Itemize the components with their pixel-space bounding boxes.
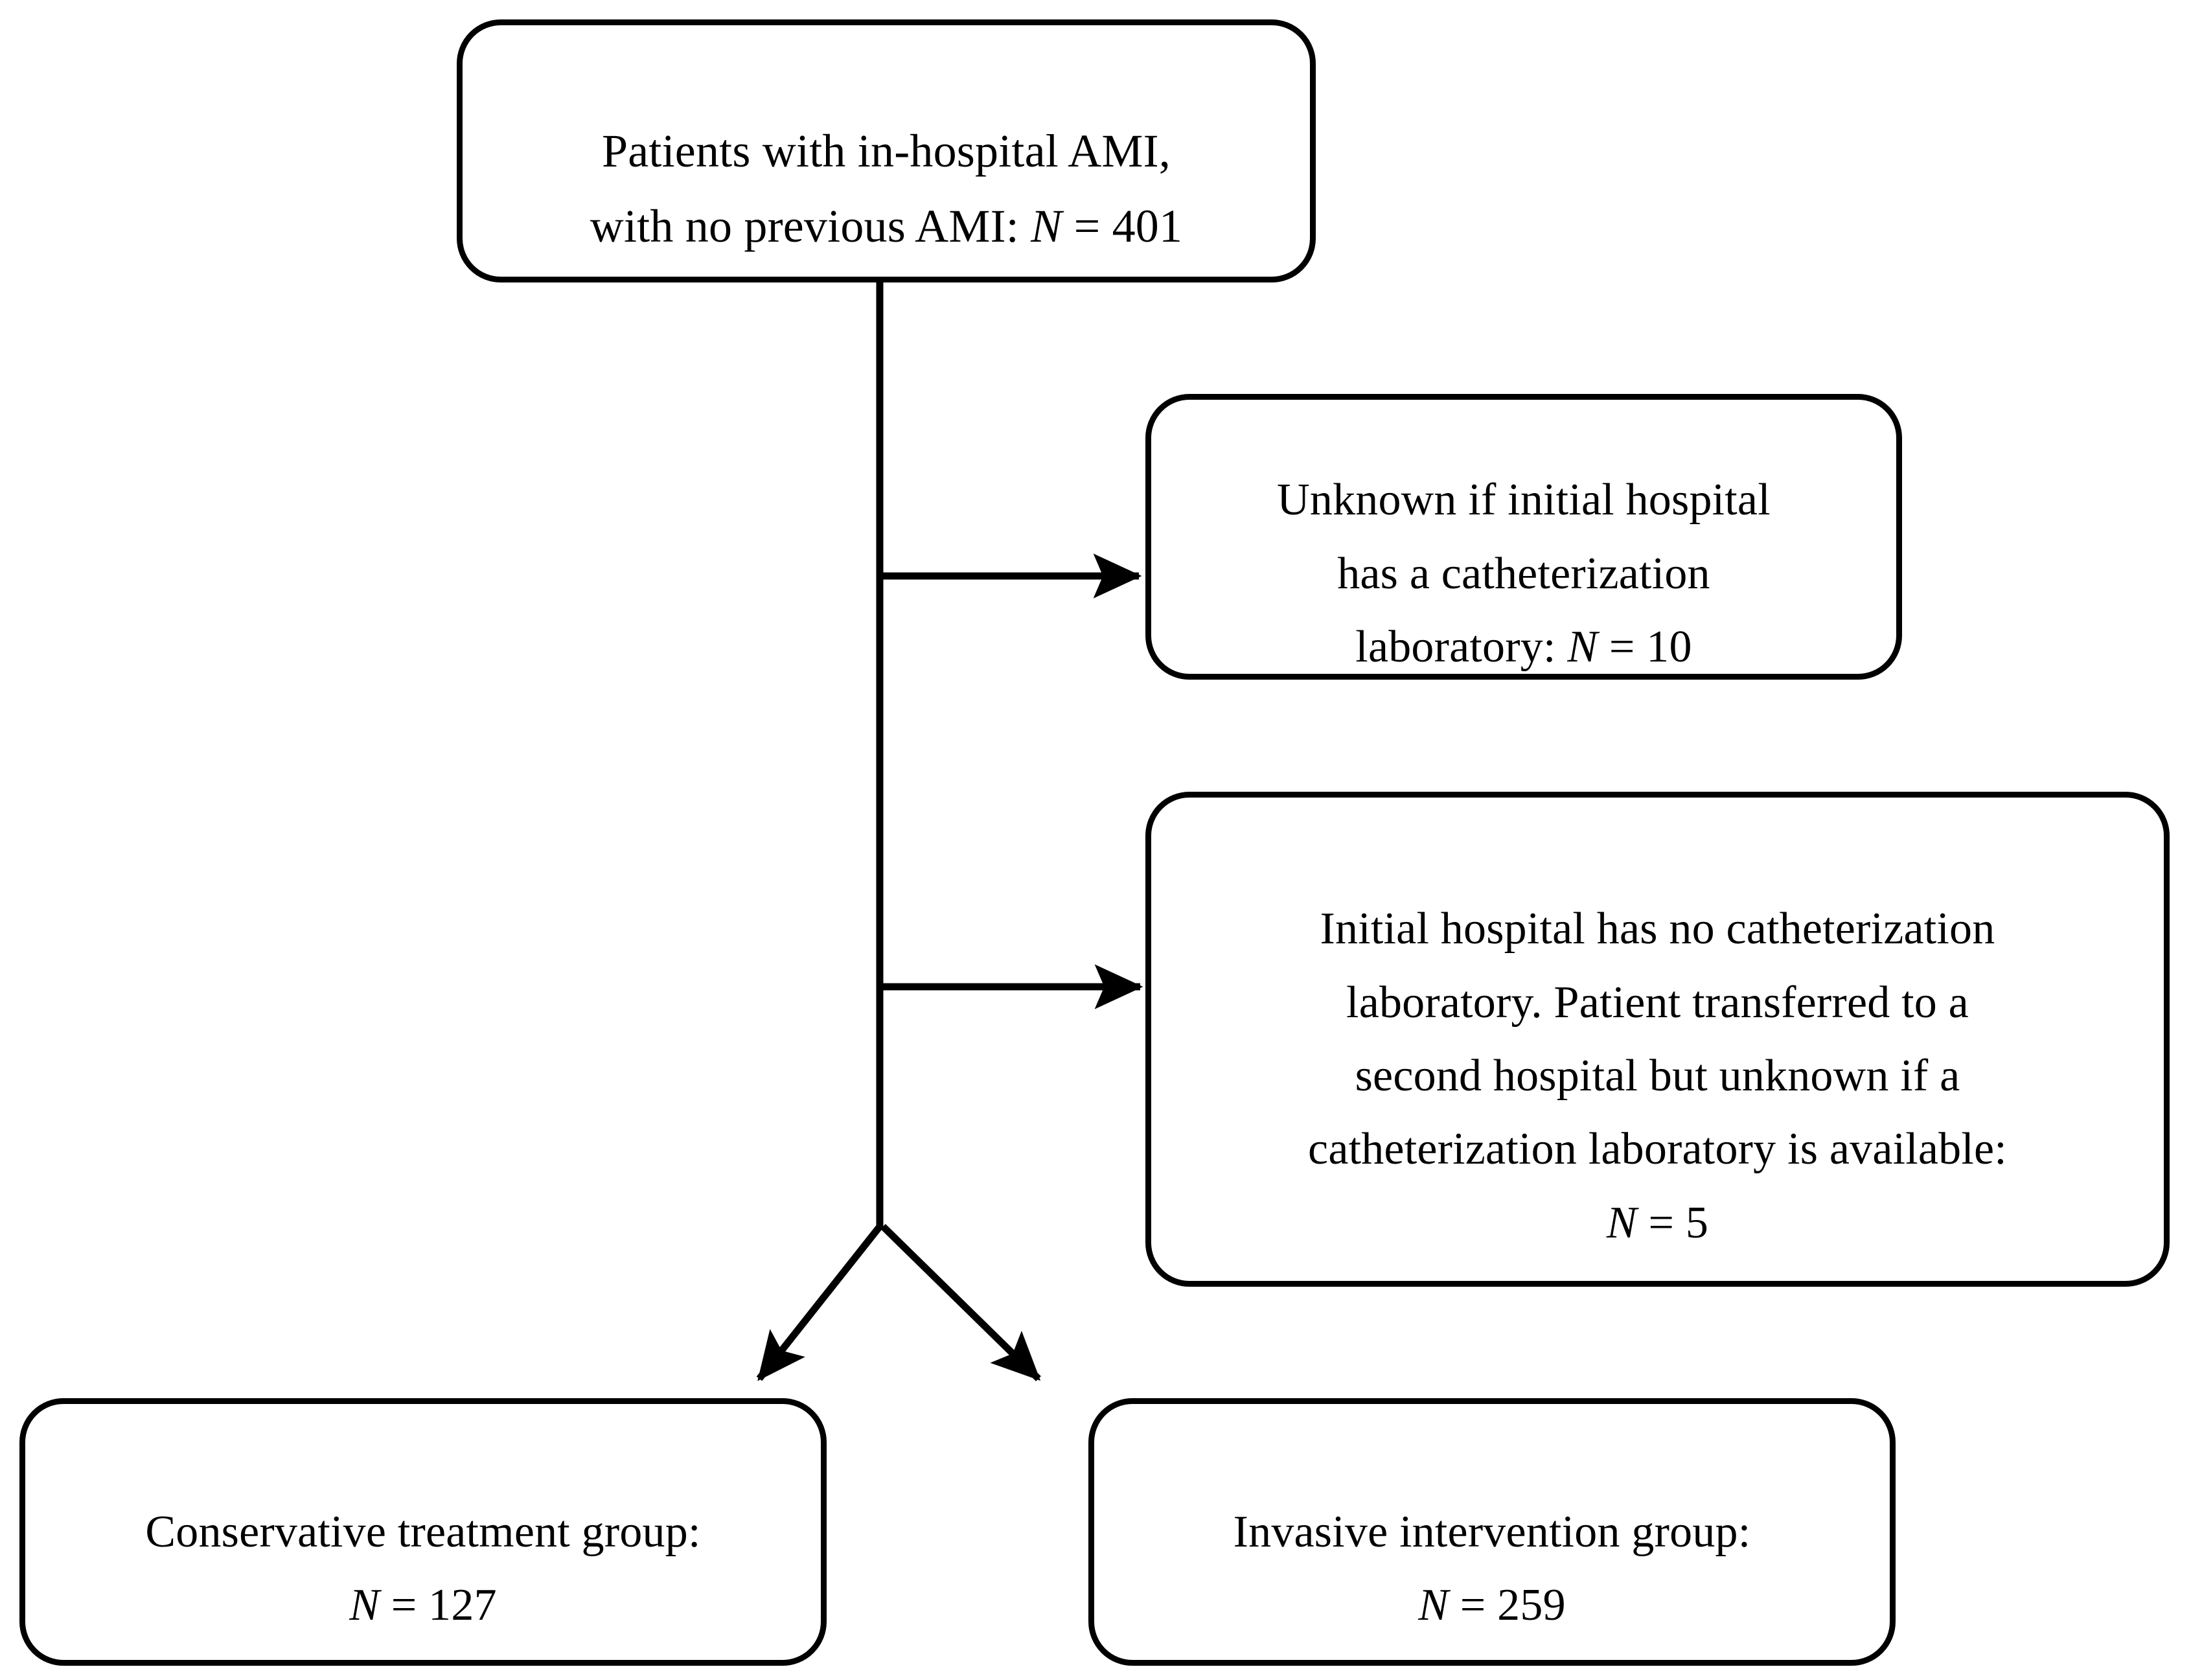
study-cohort-label: Patients with in-hospital AMI, with no p…	[590, 124, 1183, 253]
study-cohort-box: Patients with in-hospital AMI, with no p…	[457, 19, 1316, 282]
unknown-catheterization-box: Unknown if initial hospital has a cathet…	[1145, 394, 1902, 680]
n-symbol: N	[1031, 200, 1062, 253]
edge-to-invasive	[880, 1224, 1041, 1381]
transferred-unknown-cath-label: Initial hospital has no catheterization …	[1308, 904, 2007, 1248]
n-value: = 259	[1449, 1580, 1566, 1631]
n-symbol: N	[1418, 1580, 1449, 1631]
n-value: = 401	[1062, 200, 1183, 253]
n-value: = 5	[1636, 1197, 1709, 1248]
n-symbol: N	[349, 1580, 380, 1631]
unknown-catheterization-label: Unknown if initial hospital has a cathet…	[1277, 475, 1771, 672]
n-value: = 127	[380, 1580, 497, 1631]
n-symbol: N	[1606, 1197, 1637, 1248]
n-symbol: N	[1567, 621, 1598, 672]
conservative-treatment-group-box: Conservative treatment group: N = 127	[19, 1398, 827, 1666]
invasive-intervention-group-box: Invasive intervention group: N = 259	[1088, 1398, 1896, 1666]
edge-to-conservative	[756, 1224, 883, 1381]
n-value: = 10	[1598, 621, 1692, 672]
transferred-unknown-cath-box: Initial hospital has no catheterization …	[1145, 792, 2170, 1287]
conservative-treatment-group-label: Conservative treatment group: N = 127	[145, 1506, 701, 1631]
invasive-intervention-group-label: Invasive intervention group: N = 259	[1233, 1506, 1751, 1631]
